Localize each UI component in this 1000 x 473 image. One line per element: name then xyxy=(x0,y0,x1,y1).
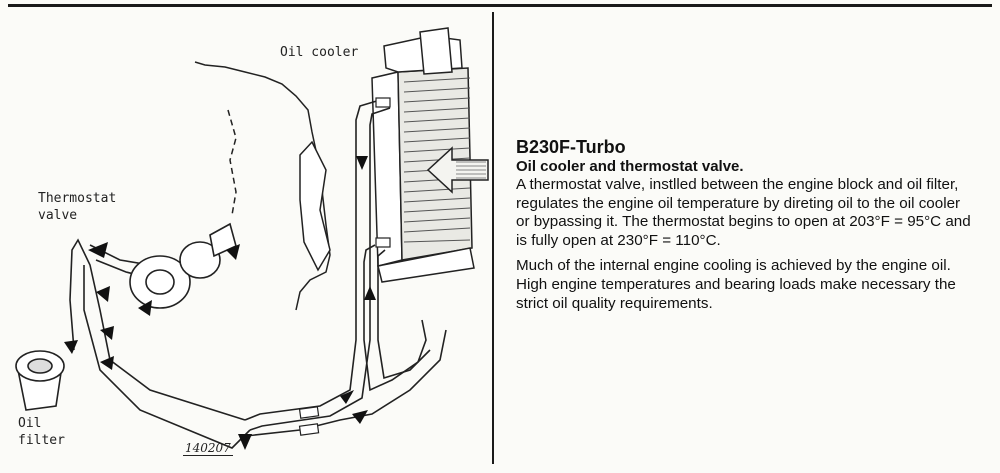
oil-system-drawing xyxy=(15,27,489,450)
oil-cooler-label: Oil cooler xyxy=(280,45,359,60)
engine-outline xyxy=(194,61,331,311)
oil-filter-drawing xyxy=(15,350,65,411)
oil-system-illustration: Oil cooler Thermostat valve Oil filter 1… xyxy=(0,10,490,468)
section-subheading: Oil cooler and thermostat valve. xyxy=(516,158,744,175)
column-divider xyxy=(492,12,494,464)
description-column: B230F-Turbo Oil cooler and thermostat va… xyxy=(516,137,971,320)
model-heading: B230F-Turbo xyxy=(516,137,626,157)
paragraph-cooling: Much of the internal engine cooling is a… xyxy=(516,257,956,312)
top-rule xyxy=(8,4,992,7)
oil-filter-label: Oil filter xyxy=(18,416,65,448)
flow-arrows xyxy=(64,156,376,450)
thermostat-valve-label: Thermostat valve xyxy=(38,191,117,223)
oil-line-upper xyxy=(244,99,381,421)
figure-reference-number: 140207 xyxy=(183,441,233,456)
paragraph-thermostat: A thermostat valve, instlled between the… xyxy=(516,176,971,249)
